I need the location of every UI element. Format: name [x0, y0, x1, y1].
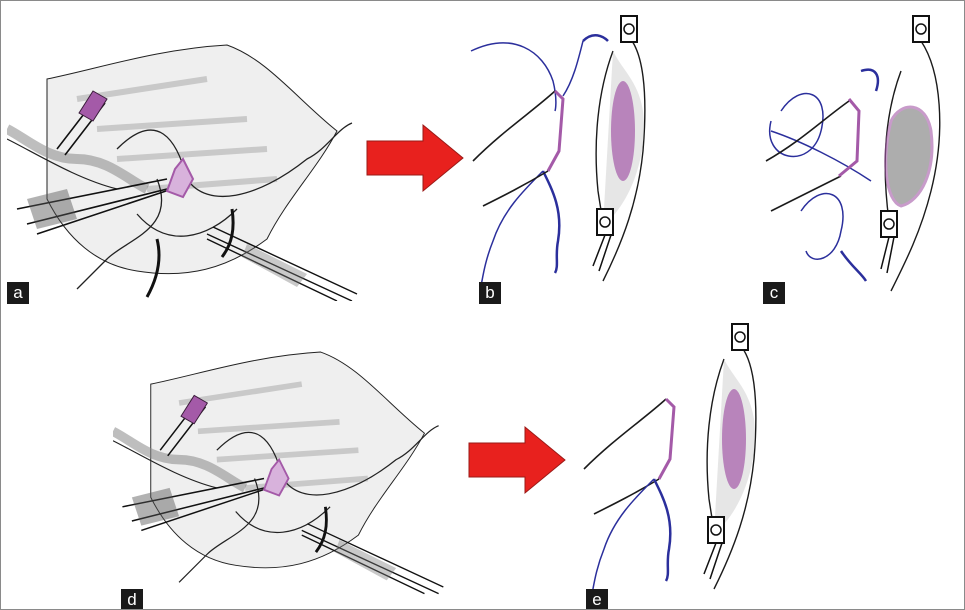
panel-c-illustration [741, 11, 961, 301]
panel-e-label: e [586, 589, 608, 610]
panel-a-label: a [7, 282, 29, 304]
arrow-right-icon [467, 425, 567, 495]
panel-d-label: d [121, 589, 143, 610]
arrow-right-icon [365, 123, 465, 193]
panel-b-label: b [479, 282, 501, 304]
panel-c-label: c [763, 282, 785, 304]
panel-d-illustration [113, 339, 449, 601]
panel-a-illustration [7, 39, 363, 301]
panel-b-illustration [463, 11, 673, 301]
panel-e-illustration [569, 319, 789, 609]
